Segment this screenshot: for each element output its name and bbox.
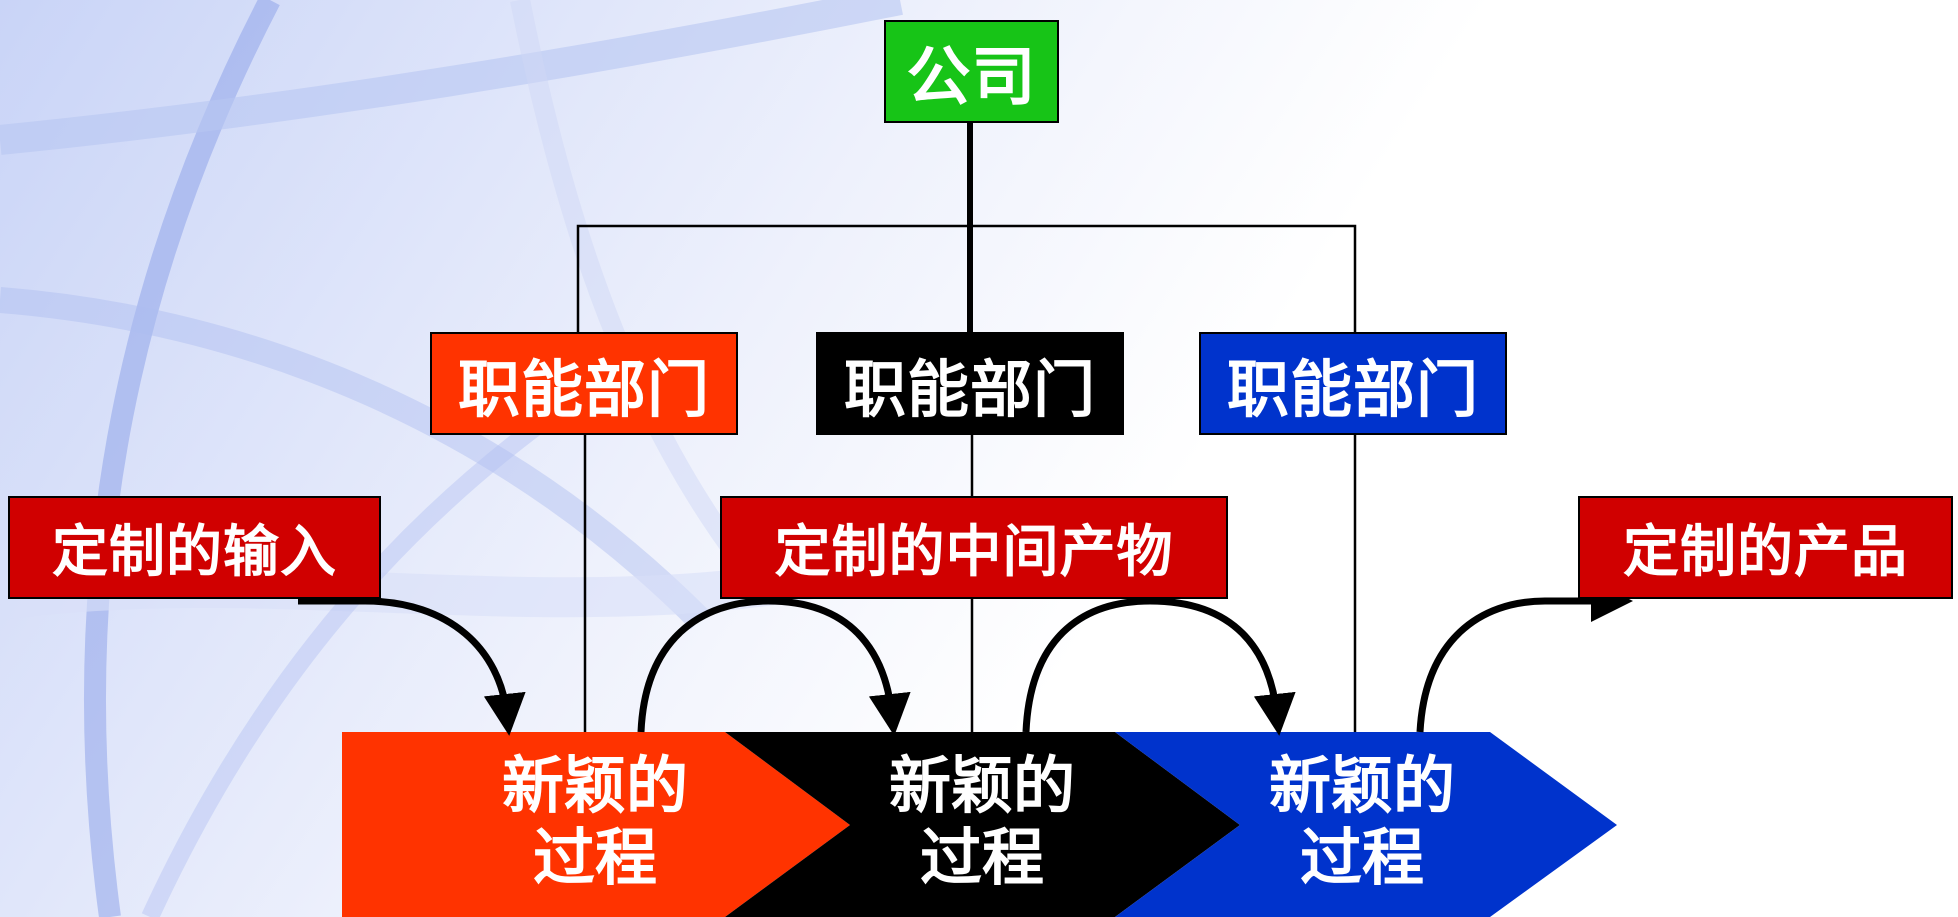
custom-product-box: 定制的产品 [1578, 496, 1953, 599]
process-shape-3 [1115, 732, 1617, 917]
department-label: 职能部门 [843, 352, 1096, 426]
custom-product-label: 定制的产品 [1623, 520, 1908, 585]
custom-intermediate-box: 定制的中间产物 [720, 496, 1228, 599]
arrow-process-2-to-mid [1022, 597, 1151, 733]
process-label-1: 新颖的 过程 [490, 750, 700, 894]
department-label: 职能部门 [1226, 352, 1479, 426]
process-3-line1: 新颖的 [1268, 749, 1455, 822]
department-node-1: 职能部门 [430, 332, 738, 435]
custom-intermediate-label: 定制的中间产物 [774, 520, 1174, 585]
process-2-line2: 过程 [919, 821, 1044, 894]
arrow-input-to-process-1 [298, 597, 526, 736]
process-shape-1 [342, 732, 850, 917]
department-node-3: 职能部门 [1199, 332, 1507, 435]
process-label-3: 新颖的 过程 [1257, 750, 1467, 894]
process-shape-2 [725, 732, 1240, 917]
tree-branch [576, 224, 1357, 332]
custom-input-box: 定制的输入 [8, 496, 381, 599]
department-label: 职能部门 [457, 352, 710, 426]
process-3-line2: 过程 [1299, 821, 1424, 894]
arrow-mid-to-process-2 [767, 597, 911, 736]
process-1-line2: 过程 [532, 821, 657, 894]
process-label-2: 新颖的 过程 [877, 750, 1087, 894]
department-node-2: 职能部门 [816, 332, 1124, 435]
arrow-mid-to-process-3 [1149, 597, 1296, 736]
company-node: 公司 [884, 20, 1059, 123]
custom-input-label: 定制的输入 [52, 520, 337, 585]
company-label: 公司 [906, 40, 1037, 115]
process-2-line1: 新颖的 [888, 749, 1075, 822]
arrow-process-3-to-product [1416, 580, 1633, 733]
process-1-line1: 新颖的 [501, 749, 688, 822]
arrow-process-1-to-mid [637, 597, 769, 733]
